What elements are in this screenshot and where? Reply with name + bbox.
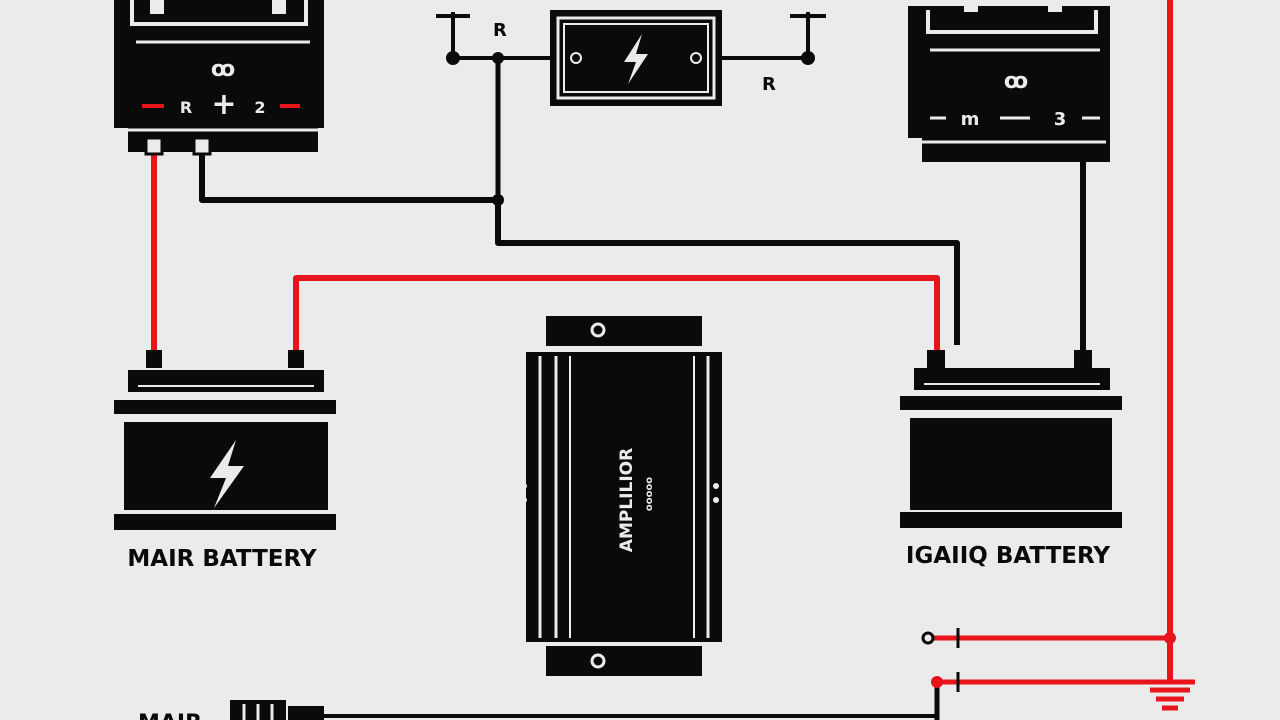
amplifier [521, 316, 722, 676]
battery-body [910, 418, 1112, 510]
amplifier-label: AMPLILIOR [617, 448, 637, 552]
battery-lid [914, 368, 1110, 390]
bottom-left-component [230, 700, 324, 720]
wires [151, 0, 1195, 720]
mount-hole [590, 653, 606, 669]
ring-terminal [921, 631, 935, 645]
terminal-stud [272, 0, 286, 14]
second-battery [900, 350, 1122, 528]
fuse-right-label: R [762, 74, 776, 95]
terminal-stud [150, 0, 164, 14]
unit-logo: ꝏ [211, 57, 235, 82]
unit-left-mark: m [961, 109, 980, 130]
amp-body [526, 352, 722, 642]
battery-rim [900, 396, 1122, 410]
unit-right-mark: 3 [1054, 109, 1067, 130]
junction-dot [801, 51, 815, 65]
top-left-unit [114, 0, 324, 156]
unit-body [908, 6, 1110, 138]
junction-dot [1164, 632, 1176, 644]
side-screw [521, 483, 527, 489]
junction-dots [446, 51, 1176, 688]
main-battery-label: MAIR BATTERY [127, 546, 317, 572]
terminal-connector [192, 136, 212, 156]
battery-foot [900, 512, 1122, 528]
ground-wire-top [199, 143, 960, 345]
unit-center-symbol: + [211, 87, 236, 122]
junction-dot [446, 51, 460, 65]
top-right-unit [908, 0, 1110, 162]
unit-right-mark: 2 [254, 98, 265, 117]
amp-top-bracket [546, 316, 702, 346]
battery-lid [128, 370, 324, 392]
fuse-block [550, 10, 722, 106]
connector-plug [288, 706, 324, 720]
unit-top-frame [926, 10, 1098, 34]
lightning-bolt-icon [624, 34, 648, 84]
battery-terminal-positive [927, 350, 945, 368]
terminal-stud [964, 0, 978, 12]
battery-terminal-positive [146, 350, 162, 368]
amp-bottom-bracket [546, 646, 702, 676]
terminal-connector [144, 136, 164, 156]
battery-rim [114, 400, 336, 414]
fuse-terminal-right [690, 52, 702, 64]
unit-base [922, 130, 1110, 162]
fuse-terminal-left [570, 52, 582, 64]
battery-foot [114, 514, 336, 530]
unit-logo: ꝏ [1004, 69, 1028, 94]
bottom-right-connectors [921, 628, 960, 692]
bottom-partial-label: MAIR [138, 711, 202, 720]
power-wire-link [293, 275, 940, 350]
terminal-stud [1048, 0, 1062, 12]
junction-dot [492, 194, 504, 206]
side-screw [521, 497, 527, 503]
battery-terminal-negative [288, 350, 304, 368]
ground-symbol-icon [1150, 687, 1190, 711]
side-screw [713, 483, 719, 489]
fuse-left-label: R [493, 20, 507, 41]
junction-dot [931, 676, 943, 688]
unit-top-frame [130, 0, 308, 26]
amplifier-sublabel: ooooo [644, 477, 655, 511]
fuse-block-inner-frame [556, 16, 716, 100]
side-screw [713, 497, 719, 503]
second-battery-label: IGAIIQ BATTERY [906, 543, 1111, 569]
lightning-bolt-icon [210, 440, 244, 508]
mount-hole [590, 322, 606, 338]
main-battery [114, 350, 336, 530]
fuse-block-face [563, 23, 709, 93]
unit-left-mark: R [180, 98, 192, 117]
junction-dot [492, 52, 504, 64]
battery-terminal-negative [1074, 350, 1092, 368]
